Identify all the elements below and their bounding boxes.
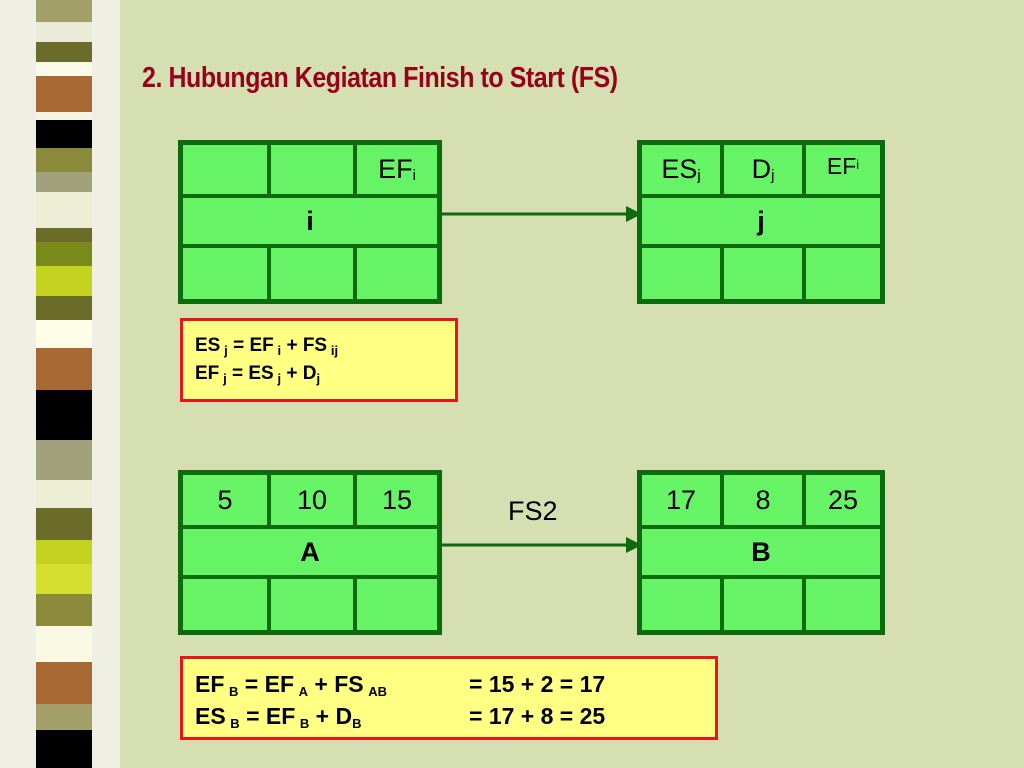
node-i-top-cell-1 (181, 143, 269, 196)
node-i-ef-label: EF (378, 154, 413, 184)
node-j-ef-subscript: i (856, 157, 860, 172)
node-i-top-cell-2 (269, 143, 355, 196)
activity-node-a: 5 10 15 A (178, 470, 442, 635)
node-b-ef-value: 25 (827, 484, 859, 515)
node-i-name-cell: i (181, 196, 439, 246)
formula-box-example: EF B = EF A + FS AB = 15 + 2 = 17 ES B =… (180, 656, 718, 740)
formula2-ef-result: = 15 + 2 = 17 (469, 671, 606, 697)
node-j-bottom-cell-2 (722, 246, 804, 301)
formula2-es-b-term: ES (195, 703, 226, 729)
node-a-d-value: 10 (296, 484, 328, 515)
formula1-fs-subscript: ij (330, 343, 339, 358)
formula2-es-line: ES B = EF B + DB (195, 703, 362, 731)
node-i-bottom-cell-2 (269, 246, 355, 301)
node-i-bottom-cell-3 (355, 246, 439, 301)
formula2-fs-term: + FS (308, 671, 364, 697)
node-b-bottom-cell-2 (722, 577, 804, 632)
node-a-bottom-cell-2 (269, 577, 355, 632)
formula1-ef-term: = EF (227, 335, 274, 356)
node-b-d-value: 8 (755, 484, 771, 515)
formula2-ef-b-subscript: B (229, 684, 239, 699)
node-a-bottom-cell-1 (181, 577, 269, 632)
node-j-name: j (757, 205, 765, 236)
node-a-name: A (300, 536, 320, 567)
formula-box-general: ES j = EF i + FS ij EF j = ES j + Dj (180, 318, 458, 402)
formula2-es-b-subscript: B (230, 716, 240, 731)
formula2-d-term: + D (309, 703, 353, 729)
formula-ef-line: EF j = ES j + Dj (195, 363, 321, 386)
formula1-es-j-subscript: j (277, 371, 282, 386)
formula1-d-term: + D (281, 363, 317, 384)
node-b-d-cell: 8 (722, 473, 804, 527)
node-j-es-subscript: j (697, 167, 701, 184)
node-a-es-value: 5 (217, 484, 233, 515)
formula2-ef-b-term: EF (195, 671, 225, 697)
node-i-name: i (306, 205, 314, 236)
node-b-name: B (751, 536, 771, 567)
node-b-es-cell: 17 (640, 473, 722, 527)
formula1-fs-term: + FS (281, 335, 328, 356)
formula1-es-subscript: j (224, 343, 228, 358)
node-a-es-cell: 5 (181, 473, 269, 527)
formula2-ef-line: EF B = EF A + FS AB (195, 671, 387, 699)
formula2-ef-a-subscript: A (298, 684, 308, 699)
node-j-es-label: ES (661, 154, 698, 184)
fs-lag-label: FS2 (508, 496, 558, 526)
formula1-es-term: ES (195, 335, 221, 356)
formula-es-line: ES j = EF i + FS ij (195, 335, 339, 358)
node-b-es-value: 17 (665, 484, 697, 515)
formula1-ef-subscript: i (277, 343, 282, 358)
activity-node-b: 17 8 25 B (637, 470, 885, 635)
node-a-d-cell: 10 (269, 473, 355, 527)
formula2-es-result: = 17 + 8 = 25 (469, 703, 606, 729)
node-b-name-cell: B (640, 527, 882, 577)
node-j-d-subscript: j (771, 167, 775, 184)
node-a-ef-value: 15 (381, 484, 413, 515)
node-j-ef-label: EF (826, 153, 857, 179)
node-i-ef-subscript: i (412, 167, 416, 184)
node-j-bottom-cell-1 (640, 246, 722, 301)
node-b-bottom-cell-1 (640, 577, 722, 632)
node-j-d-label: D (751, 154, 772, 184)
node-b-bottom-cell-3 (804, 577, 882, 632)
formula2-fs-subscript: AB (368, 684, 387, 699)
node-b-ef-cell: 25 (804, 473, 882, 527)
node-a-ef-cell: 15 (355, 473, 439, 527)
node-a-name-cell: A (181, 527, 439, 577)
formula1-d-subscript: j (316, 371, 321, 386)
formula2-ef-a-term: = EF (238, 671, 294, 697)
formula1-ef-j-subscript: j (223, 371, 227, 386)
formula1-ef-j-term: EF (195, 363, 220, 384)
slide-title: 2. Hubungan Kegiatan Finish to Start (FS… (142, 62, 618, 94)
decorative-stripes (36, 0, 92, 768)
node-a-bottom-cell-3 (355, 577, 439, 632)
formula2-ef-b2-term: = EF (239, 703, 296, 729)
formula2-d-subscript: B (352, 716, 362, 731)
node-i-bottom-cell-1 (181, 246, 269, 301)
formula2-ef-b2-subscript: B (299, 716, 310, 731)
dependency-arrow-a-b (442, 537, 642, 553)
formula1-es-j-term: = ES (226, 363, 274, 384)
node-j-name-cell: j (640, 196, 882, 246)
dependency-arrow-i-j (442, 206, 642, 222)
node-j-bottom-cell-3 (804, 246, 882, 301)
